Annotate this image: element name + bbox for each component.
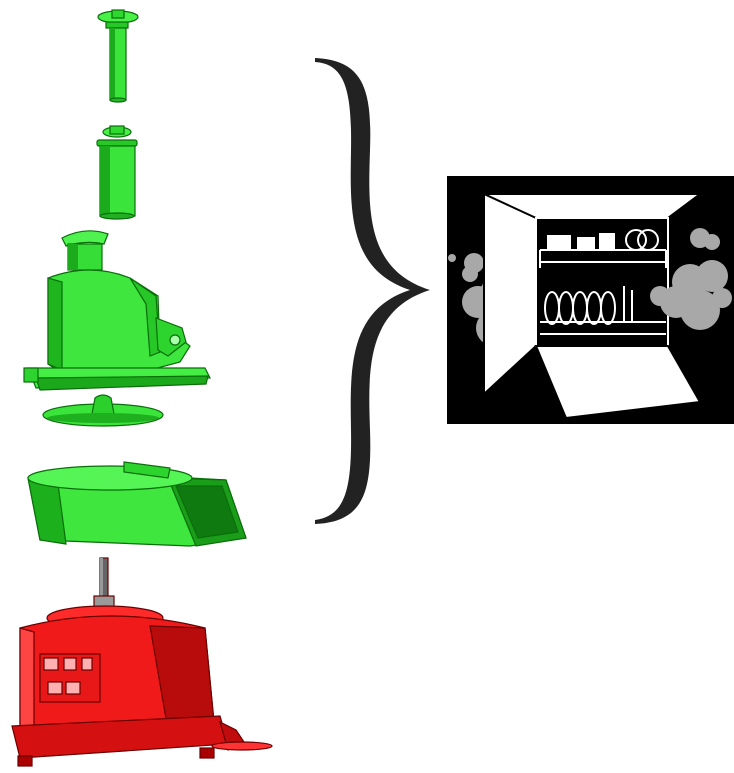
pusher-large xyxy=(98,10,138,102)
bowl xyxy=(28,462,246,546)
disc xyxy=(43,395,163,426)
pusher-small xyxy=(97,126,137,219)
motor-base xyxy=(12,558,272,766)
curly-brace xyxy=(315,58,430,524)
lid-feed-tube xyxy=(24,231,210,390)
dishwasher-icon xyxy=(447,176,734,424)
